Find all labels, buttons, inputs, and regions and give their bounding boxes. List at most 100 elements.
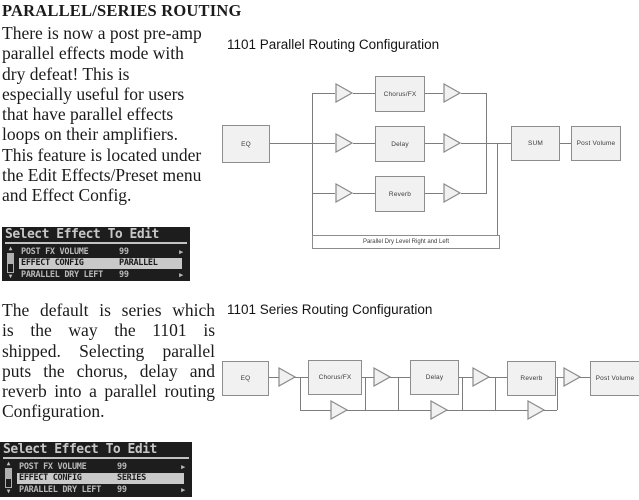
connector-line bbox=[423, 143, 443, 144]
amp-triangle-icon bbox=[278, 367, 296, 387]
amp-triangle-icon bbox=[373, 367, 391, 387]
lcd-row-value: 99 bbox=[119, 246, 129, 257]
lcd-row-value: SERIES bbox=[117, 473, 146, 483]
connector-line bbox=[423, 93, 443, 94]
paragraph-line: and Effect Config. bbox=[2, 185, 132, 206]
dry-amp-triangle-icon bbox=[430, 400, 448, 420]
dry-rail-line bbox=[300, 410, 557, 411]
amp-triangle-icon bbox=[335, 83, 353, 103]
paragraph-line: There is now a post pre-amp bbox=[2, 23, 202, 43]
lcd-row-value: 99 bbox=[117, 484, 127, 495]
intro-paragraph: There is now a post pre-amp parallel eff… bbox=[2, 23, 217, 206]
paragraph-line: that have parallel effects bbox=[2, 104, 174, 125]
lcd-screen-parallel: Select Effect To Edit ▲ ▼ POST FX VOLUME… bbox=[2, 227, 190, 281]
paragraph-line: The default is series which bbox=[2, 300, 215, 320]
lcd-menu-row-selected: EFFECT CONFIG PARALLEL bbox=[19, 257, 182, 269]
scroll-up-icon: ▲ bbox=[6, 460, 11, 467]
right-arrow-icon: ▶ bbox=[179, 270, 183, 279]
series-routing-diagram: 1101 Series Routing Configuration EQ Cho… bbox=[210, 295, 639, 440]
dry-amp-triangle-icon bbox=[330, 400, 348, 420]
page-title: PARALLEL/SERIES ROUTING bbox=[2, 1, 242, 20]
right-arrow-icon: ▶ bbox=[181, 485, 185, 494]
amp-triangle-icon bbox=[472, 367, 490, 387]
connector-line bbox=[312, 193, 335, 194]
connector-line bbox=[353, 143, 375, 144]
right-arrow-icon: ▶ bbox=[181, 462, 185, 471]
connector-line bbox=[398, 377, 399, 410]
connector-line bbox=[461, 143, 487, 144]
eq-block: EQ bbox=[222, 125, 270, 163]
paragraph-line: loops on their amplifiers. bbox=[2, 124, 178, 145]
post-volume-block: Post Volume bbox=[590, 361, 639, 396]
scroll-track bbox=[7, 253, 14, 273]
delay-block: Delay bbox=[410, 360, 459, 395]
amp-triangle-icon bbox=[443, 83, 461, 103]
post-volume-block: Post Volume bbox=[571, 126, 621, 161]
scroll-thumb bbox=[6, 469, 11, 479]
reverb-block: Reverb bbox=[375, 176, 425, 212]
paragraph-line: dry defeat! This is bbox=[2, 63, 130, 84]
amp-triangle-icon bbox=[443, 133, 461, 153]
connector-line bbox=[353, 93, 375, 94]
lcd-row-label: EFFECT CONFIG bbox=[21, 258, 84, 268]
paragraph-line: Configuration. bbox=[2, 401, 105, 422]
scroll-down-icon: ▼ bbox=[8, 273, 13, 280]
lcd-row-label: PARALLEL DRY LEFT bbox=[19, 484, 101, 495]
scroll-up-icon: ▲ bbox=[8, 245, 13, 252]
parallel-routing-diagram: 1101 Parallel Routing Configuration EQ C… bbox=[210, 30, 639, 260]
lcd-scrollbar: ▲ ▼ bbox=[5, 246, 16, 280]
connector-line bbox=[353, 193, 375, 194]
delay-block: Delay bbox=[375, 126, 425, 162]
paragraph-line: reverb into a parallel routing bbox=[2, 381, 215, 402]
lcd-row-label: POST FX VOLUME bbox=[19, 461, 87, 472]
connector-line bbox=[557, 377, 558, 410]
dry-return-line bbox=[497, 143, 498, 236]
lcd-row-value: 99 bbox=[119, 269, 129, 280]
sum-block: SUM bbox=[511, 126, 560, 161]
chorus-block: Chorus/FX bbox=[308, 360, 362, 395]
paragraph-line: This feature is located under bbox=[2, 144, 202, 165]
connector-line bbox=[423, 193, 443, 194]
eq-block: EQ bbox=[222, 361, 269, 396]
paragraph-line: especially useful for users bbox=[2, 83, 185, 104]
series-paragraph: The default is series which is the way t… bbox=[2, 300, 215, 422]
lcd-screen-series: Select Effect To Edit ▲ ▼ POST FX VOLUME… bbox=[0, 442, 192, 497]
amp-triangle-icon bbox=[335, 133, 353, 153]
lcd-menu-row-selected: EFFECT CONFIG SERIES bbox=[17, 472, 184, 484]
scroll-thumb bbox=[8, 254, 13, 264]
connector-line bbox=[365, 377, 366, 410]
connector-line bbox=[461, 193, 487, 194]
amp-triangle-icon bbox=[335, 183, 353, 203]
paragraph-line: the Edit Effects/Preset menu bbox=[2, 165, 202, 186]
series-diagram-title: 1101 Series Routing Configuration bbox=[227, 302, 433, 317]
paragraph-line: is the way the 1101 is bbox=[2, 320, 215, 341]
lcd-row-value: PARALLEL bbox=[119, 258, 158, 268]
connector-line bbox=[462, 377, 463, 410]
scroll-track bbox=[5, 468, 12, 488]
lcd-menu-row: PARALLEL DRY LEFT 99 ▶ bbox=[19, 269, 187, 280]
right-arrow-icon: ▶ bbox=[179, 247, 183, 256]
lcd-menu-row: PARALLEL DRY LEFT 99 ▶ bbox=[17, 484, 189, 495]
amp-triangle-icon bbox=[443, 183, 461, 203]
scroll-down-icon: ▼ bbox=[6, 488, 11, 495]
amp-triangle-icon bbox=[563, 367, 581, 387]
split-rail-line bbox=[312, 93, 313, 236]
lcd-row-label: PARALLEL DRY LEFT bbox=[21, 269, 103, 280]
lcd-row-value: 99 bbox=[117, 461, 127, 472]
lcd-scrollbar: ▲ ▼ bbox=[3, 461, 14, 495]
lcd-title: Select Effect To Edit bbox=[3, 443, 189, 459]
reverb-block: Reverb bbox=[507, 361, 556, 396]
connector-line bbox=[268, 143, 313, 144]
paragraph-line: shipped. Selecting parallel bbox=[2, 340, 215, 361]
lcd-menu-row: POST FX VOLUME 99 ▶ bbox=[17, 461, 189, 472]
connector-line bbox=[312, 93, 335, 94]
chorus-block: Chorus/FX bbox=[375, 76, 425, 112]
paragraph-line: parallel effects mode with bbox=[2, 43, 184, 64]
connector-line bbox=[312, 143, 335, 144]
lcd-menu-row: POST FX VOLUME 99 ▶ bbox=[19, 246, 187, 257]
connector-line bbox=[558, 143, 571, 144]
connector-line bbox=[461, 93, 487, 94]
parallel-dry-level-band: Parallel Dry Level Right and Left bbox=[312, 235, 500, 249]
dry-amp-triangle-icon bbox=[527, 400, 545, 420]
